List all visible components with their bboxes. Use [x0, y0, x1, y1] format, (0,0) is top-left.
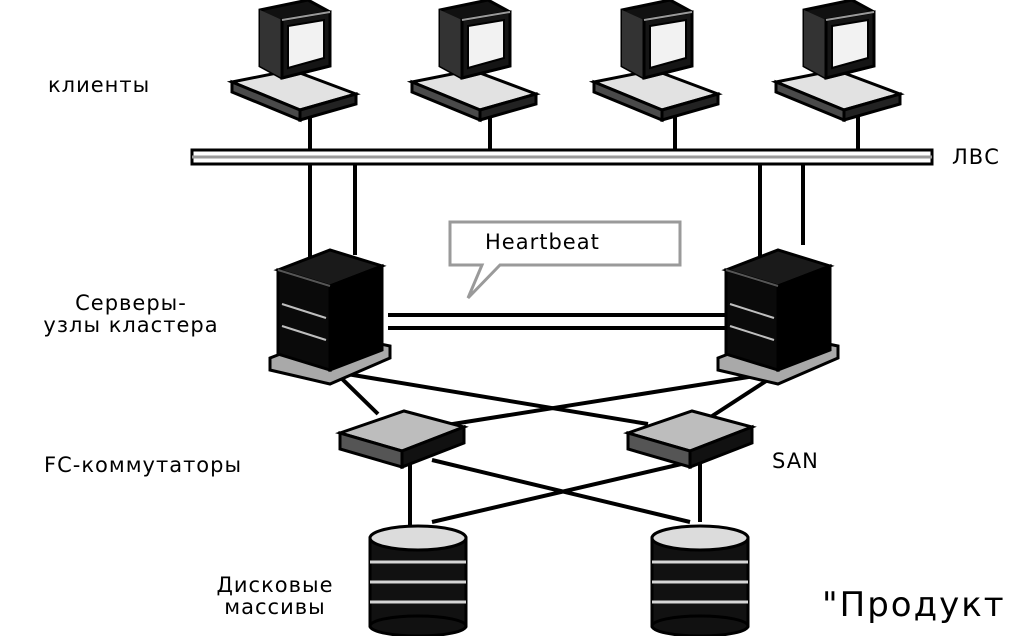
client-lan-links	[308, 100, 860, 152]
client-computer-icon	[230, 0, 358, 122]
disk-array-icon	[368, 524, 468, 636]
disk-array-icon	[650, 524, 750, 636]
fc-switch-icon	[338, 409, 466, 469]
server-switch-links	[333, 370, 782, 429]
server-icon	[716, 248, 840, 386]
disk-arrays-label-line2: массивы	[224, 595, 326, 620]
server-icon	[268, 248, 392, 386]
lan-label: ЛВС	[952, 145, 1000, 169]
lan-bus	[190, 148, 934, 166]
disk-arrays-label: Дисковые массивы	[180, 574, 370, 618]
disk-arrays-label-line1: Дисковые	[216, 573, 334, 597]
clients-label: клиенты	[48, 73, 151, 97]
heartbeat-callout	[448, 220, 682, 300]
servers-label-line2: узлы кластера	[43, 313, 219, 338]
client-computer-icon	[774, 0, 902, 122]
heartbeat-label: Heartbeat	[485, 230, 600, 254]
fc-switch-icon	[626, 409, 754, 469]
servers-label-line1: Серверы-	[75, 291, 187, 315]
servers-label: Серверы- узлы кластера	[16, 292, 246, 336]
san-label: SAN	[772, 449, 819, 473]
heartbeat-links	[388, 313, 728, 330]
switch-disk-links	[408, 458, 702, 525]
client-computer-icon	[410, 0, 538, 122]
caption-text: "Продукт	[822, 585, 1006, 625]
fc-switches-label: FC-коммутаторы	[44, 453, 243, 477]
client-computer-icon	[592, 0, 720, 122]
server-lan-links	[308, 164, 805, 262]
